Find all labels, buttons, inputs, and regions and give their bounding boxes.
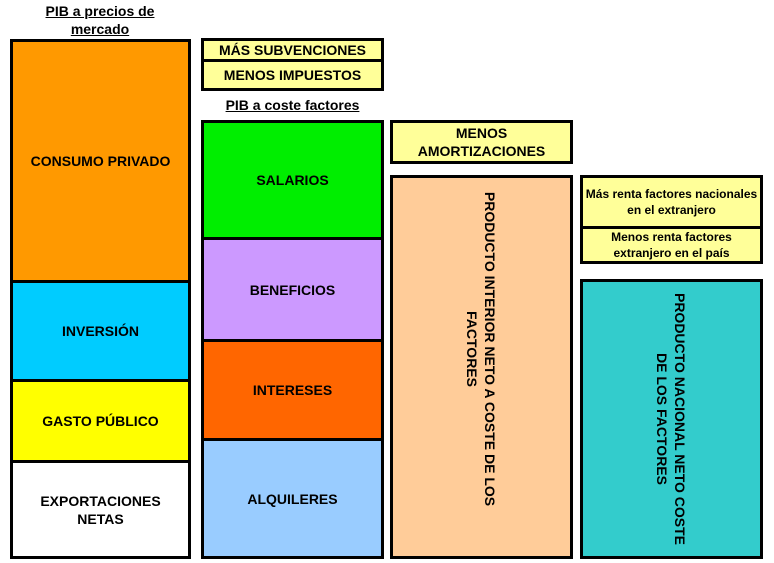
gasto-publico-label: GASTO PÚBLICO [42, 413, 159, 429]
menos-impuestos-box: MENOS IMPUESTOS [201, 59, 384, 91]
producto-interior-neto-line1: PRODUCTO INTERIOR NETO A COSTE DE LOS [482, 191, 498, 507]
pib-mercado-header: PIB a precios de mercado [45, 3, 155, 37]
intereses-label: INTERESES [252, 382, 333, 398]
producto-interior-neto-line2: FACTORES [464, 311, 480, 387]
salarios-label: SALARIOS [256, 172, 329, 188]
gasto-publico-box: GASTO PÚBLICO [10, 379, 191, 463]
inversion-box: INVERSIÓN [10, 280, 191, 382]
producto-nacional-neto-line1: PRODUCTO NACIONAL NETO COSTE [672, 292, 688, 546]
inversion-label: INVERSIÓN [61, 323, 139, 339]
menos-amortizaciones-box: MENOS AMORTIZACIONES [390, 120, 573, 164]
beneficios-label: BENEFICIOS [249, 281, 336, 298]
producto-interior-neto-label: PRODUCTO INTERIOR NETO A COSTE DE LOS FA… [463, 189, 499, 509]
exportaciones-netas-box: EXPORTACIONES NETAS [10, 460, 191, 559]
alquileres-label: ALQUILERES [247, 490, 338, 507]
menos-renta-factores-box: Menos renta factores extranjero en el pa… [580, 226, 763, 264]
menos-impuestos-label: MENOS IMPUESTOS [223, 67, 362, 83]
menos-renta-factores-label: Menos renta factores extranjero en el pa… [611, 230, 732, 260]
producto-nacional-neto-box [580, 279, 763, 559]
mas-renta-factores-label: Más renta factores nacionales en el extr… [585, 187, 758, 217]
consumo-privado-box: CONSUMO PRIVADO [10, 39, 191, 283]
exportaciones-netas-label: EXPORTACIONES NETAS [40, 492, 161, 527]
salarios-box: SALARIOS [201, 120, 384, 240]
producto-nacional-neto-line2: DE LOS FACTORES [654, 353, 670, 485]
pib-coste-factores-header: PIB a coste factores [225, 97, 360, 113]
mas-subvenciones-label: MÁS SUBVENCIONES [218, 42, 367, 58]
menos-amortizaciones-label: MENOS AMORTIZACIONES [417, 125, 546, 159]
producto-interior-neto-box [390, 175, 573, 559]
beneficios-box: BENEFICIOS [201, 237, 384, 342]
consumo-privado-label: CONSUMO PRIVADO [30, 153, 171, 169]
intereses-box: INTERESES [201, 339, 384, 441]
mas-renta-factores-box: Más renta factores nacionales en el extr… [580, 175, 763, 229]
producto-nacional-neto-label: PRODUCTO NACIONAL NETO COSTE DE LOS FACT… [653, 279, 689, 559]
alquileres-box: ALQUILERES [201, 438, 384, 559]
